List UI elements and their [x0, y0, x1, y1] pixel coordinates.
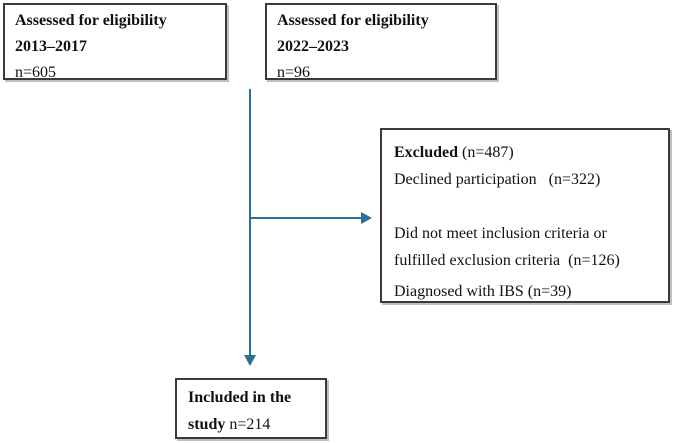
- flow-line-vertical: [249, 89, 251, 356]
- excluded-spacer-line: [394, 193, 656, 220]
- box-assessed-2013-2017: Assessed for eligibility 2013–2017 n=605: [3, 3, 227, 81]
- arrow-down-icon: [244, 355, 256, 366]
- included-count: n=214: [225, 416, 271, 433]
- excluded-title-count: (n=487): [458, 144, 514, 161]
- flow-line-horizontal: [249, 217, 362, 219]
- assessed-2013-count: n=605: [15, 64, 57, 81]
- excluded-reason-declined: Declined participation (n=322): [394, 171, 601, 188]
- excluded-reason-criteria-1: Did not meet inclusion criteria or: [394, 225, 607, 242]
- excluded-reason-criteria-2: fulfilled exclusion criteria (n=126): [394, 252, 620, 269]
- assessed-2022-title: Assessed for eligibility: [277, 12, 429, 29]
- excluded-reason-ibs: Diagnosed with IBS (n=39): [394, 283, 572, 300]
- assessed-2022-period: 2022–2023: [277, 38, 349, 55]
- assessed-2013-period: 2013–2017: [15, 38, 87, 55]
- arrow-right-icon: [361, 212, 372, 224]
- excluded-title: Excluded (n=487): [394, 139, 656, 166]
- excluded-title-bold: Excluded: [394, 144, 459, 161]
- box-assessed-2022-2023: Assessed for eligibility 2022–2023 n=96: [265, 3, 497, 81]
- box-excluded: Excluded (n=487) Declined participation …: [380, 128, 670, 303]
- assessed-2013-title: Assessed for eligibility: [15, 12, 167, 29]
- box-included: Included in the study n=214: [175, 378, 327, 439]
- included-title-bold: Included in the study: [188, 389, 292, 433]
- assessed-2022-count: n=96: [277, 64, 311, 81]
- included-text: Included in the study n=214: [177, 380, 325, 442]
